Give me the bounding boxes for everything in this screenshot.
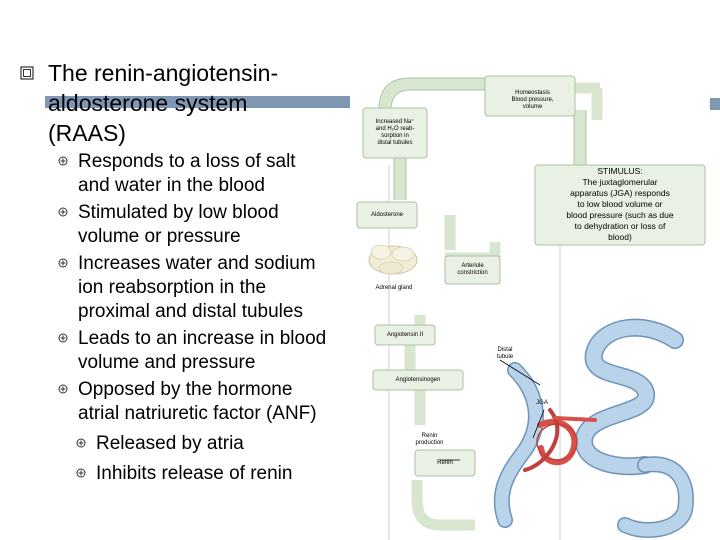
aldosterone-box [356,201,418,229]
title-accent-bar [45,96,350,108]
label-line: Homeostasis [515,90,550,96]
label-line: Distal [497,347,513,353]
bullet-text: proximal and distal tubules [78,301,303,322]
homeostasis-label: Homeostasis Blood pressure, volume [490,90,575,111]
circle-bullet-icon [76,468,86,478]
label-line: sorption in [381,133,409,139]
label-line: blood pressure (such as due [566,210,674,220]
angiotensinogen-box [372,369,464,391]
bullet-item: Responds to a loss of salt and water in … [58,150,348,198]
angiotensin2-label: Angiotensin II [386,332,424,338]
feedback-arrow-outline [378,77,587,200]
label-line: production [415,440,444,446]
title-line: The renin-angiotensin- [48,60,279,86]
circle-bullet-icon [58,333,68,343]
raas-diagram-graphic [356,75,706,540]
homeostasis-box [484,75,576,117]
circle-bullet-icon [58,258,68,268]
adrenal-gland-illustration [368,244,418,275]
label-line: tubule [496,354,514,360]
circle-bullet-icon [58,384,68,394]
square-bullet-icon [20,66,34,80]
stimulus-label: STIMULUS: The juxtaglomerular apparatus … [537,166,703,243]
label-line: to dehydration or loss of [574,221,666,231]
angiotensinogen-label: Angiotensinogen [395,377,441,383]
label-line: volume [522,104,543,110]
bullet-text: Increases water and sodium [78,253,316,274]
raas-diagram: Homeostasis Blood pressure, volume Incre… [345,70,720,540]
label-line: Blood pressure, [511,97,554,103]
sub-bullet-item: Released by atria [58,432,348,456]
bullet-text: Stimulated by low blood [78,202,279,223]
jga-label: JGA [536,400,548,406]
circle-bullet-icon [58,156,68,166]
renin-label: Renin [437,460,453,466]
sub-bullet-text: Inhibits release of renin [96,463,293,484]
bullet-item: Increases water and sodium ion reabsorpt… [58,252,348,324]
label-line: to low blood volume or [577,199,663,209]
pointer-lines [440,359,545,461]
circle-bullet-icon [58,207,68,217]
reabsorption-box [362,107,428,159]
title-line: aldosterone system [48,90,248,116]
label-line: The juxtaglomerular [582,177,658,187]
distal-tubule-label: Distal tubule [490,347,520,361]
bullet-text: volume or pressure [78,226,241,247]
bullet-item: Opposed by the hormone atrial natriureti… [58,378,348,426]
bullet-text: and water in the blood [78,175,265,196]
label-line: STIMULUS: [597,166,643,176]
stimulus-box [534,164,706,246]
bullet-text: Leads to an increase in blood [78,328,327,349]
bullet-item: Leads to an increase in blood volume and… [58,327,348,375]
label-line: constriction [457,270,488,276]
label-line: distal tubules [377,140,413,146]
page-title: The renin-angiotensin- aldosterone syste… [48,58,348,148]
circle-bullet-icon [76,438,86,448]
renin-box [414,449,476,477]
reabsorption-label: Increased Na⁺ and H₂O reab- sorption in … [365,119,425,147]
edge-accent-bar [710,98,720,110]
label-line: blood) [608,232,632,242]
bullet-item: Stimulated by low blood volume or pressu… [58,201,348,249]
bullet-list: Responds to a loss of salt and water in … [58,150,348,486]
sub-bullet-text: Released by atria [96,433,244,454]
title-line: (RAAS) [48,120,126,146]
bullet-text: ion reabsorption in the [78,277,267,298]
bullet-text: atrial natriuretic factor (ANF) [78,403,317,424]
label-line: Increased Na⁺ [375,119,415,125]
sub-bullet-item: Inhibits release of renin [58,462,348,486]
aldosterone-label: Aldosterone [370,212,404,218]
arteriole-box [444,255,501,285]
label-line: apparatus (JGA) responds [570,188,670,198]
angiotensin2-box [374,324,436,346]
bullet-text: Opposed by the hormone [78,379,293,400]
label-line: and H₂O reab- [375,126,415,132]
bullet-text: Responds to a loss of salt [78,151,296,172]
nephron-illustration [493,318,694,538]
bullet-text: volume and pressure [78,352,256,373]
renin-production-label: Renin production [407,433,452,447]
label-line: Renin [421,433,438,439]
adrenal-gland-label: Adrenal gland [375,285,413,291]
arteriole-label: Arteriole constriction [445,263,500,277]
label-line: Arteriole [461,263,484,269]
